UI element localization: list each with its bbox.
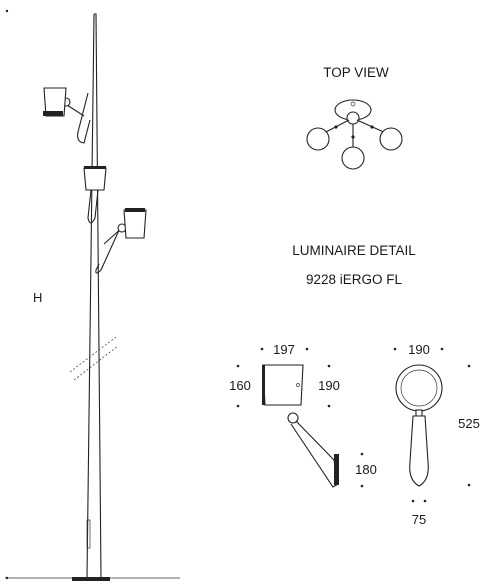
pole-assembly — [5, 9, 180, 581]
front-view-drawing — [393, 347, 471, 503]
dim-front-total-height: 525 — [458, 416, 480, 431]
dim-side-depth: 190 — [318, 378, 340, 393]
dim-front-width: 190 — [408, 342, 430, 357]
dim-side-width: 197 — [273, 342, 295, 357]
dim-front-base: 75 — [412, 512, 426, 527]
dim-arm-base: 180 — [355, 462, 377, 477]
pole-base-plate — [72, 577, 110, 581]
pole-shaft — [86, 13, 102, 579]
pole-luminaire-top — [43, 87, 91, 144]
top-view-heading: TOP VIEW — [323, 65, 389, 80]
top-view-drawing — [306, 99, 403, 170]
luminaire-detail-heading: LUMINAIRE DETAIL — [292, 243, 416, 258]
side-view-drawing — [236, 347, 364, 488]
pole-break-mark — [69, 336, 119, 381]
height-label: H — [33, 290, 42, 305]
model-name: 9228 iERGO FL — [306, 272, 403, 287]
pole-door — [86, 519, 91, 549]
pole-collar-fixture — [83, 166, 107, 224]
pole-luminaire-bottom — [95, 208, 147, 274]
dim-side-height: 160 — [229, 378, 251, 393]
